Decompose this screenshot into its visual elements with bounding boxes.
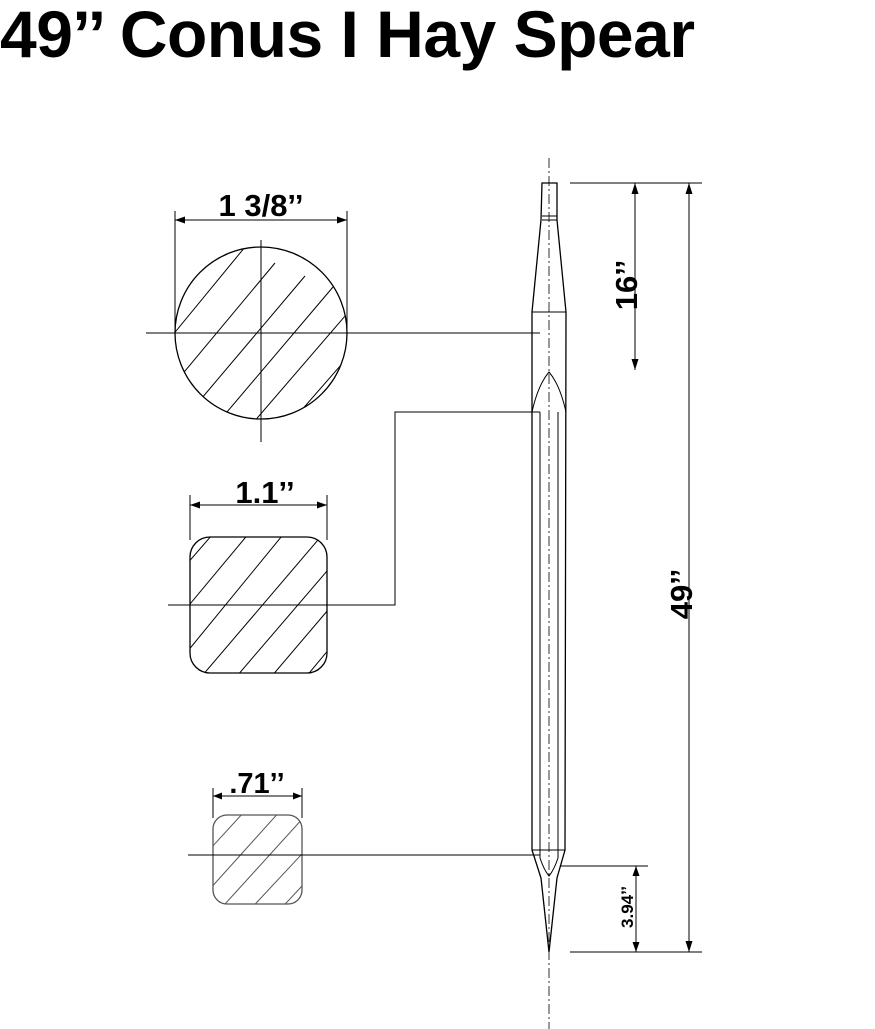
taper-length-label: 16’’ xyxy=(609,260,644,311)
spear-outline xyxy=(531,182,567,953)
tip-cross-section xyxy=(212,814,303,905)
overall-length-dimension: 49’’ xyxy=(664,183,699,952)
round-diameter-label: 1 3/8’’ xyxy=(218,188,303,223)
overall-length-label: 49’’ xyxy=(664,569,699,620)
tip-width-dimension: .71’’ xyxy=(212,768,303,818)
tip-length-dimension: 3.94’’ xyxy=(618,866,640,952)
square-width-label: 1.1’’ xyxy=(235,475,294,510)
tip-length-label: 3.94’’ xyxy=(618,886,637,928)
square-width-dimension: 1.1’’ xyxy=(189,475,328,540)
square-cross-section xyxy=(168,411,540,674)
round-diameter-dimension: 1 3/8’’ xyxy=(174,188,348,333)
tip-width-label: .71’’ xyxy=(229,768,284,800)
taper-length-dimension: 16’’ xyxy=(609,183,644,370)
page-title: 49’’ Conus I Hay Spear xyxy=(0,0,695,71)
